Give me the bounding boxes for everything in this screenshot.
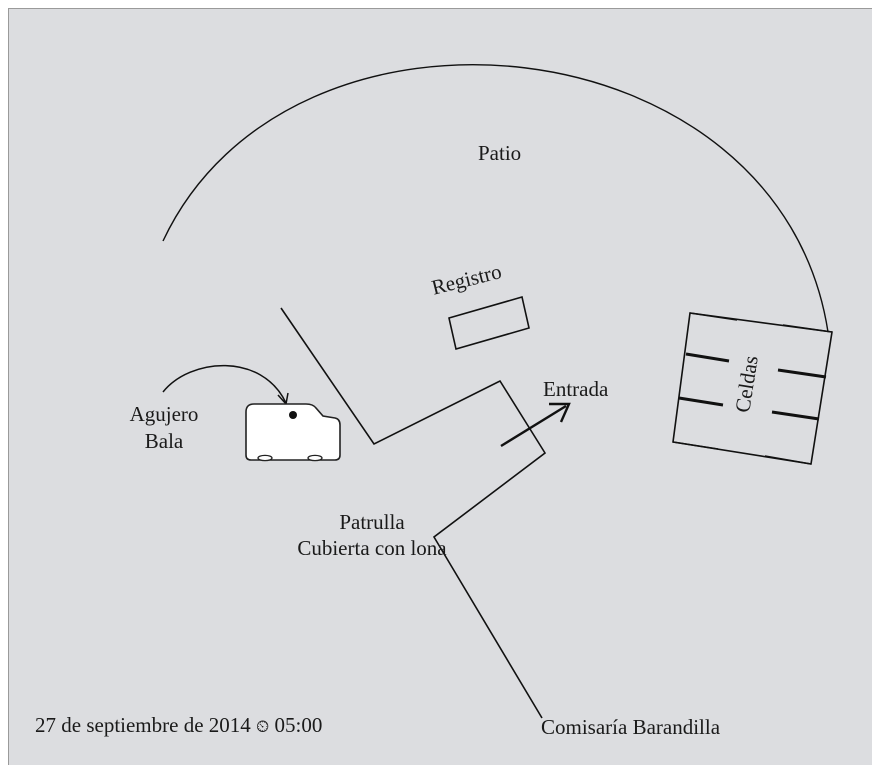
entrada-arrow-shaft	[500, 404, 567, 448]
cubierta-label: Cubierta con lona	[297, 536, 447, 560]
celdas-block	[672, 312, 833, 465]
agujero-curve-arrow	[162, 364, 287, 404]
celda-wall	[685, 352, 730, 363]
bullet-hole-dot	[289, 411, 297, 419]
celda-divider	[672, 441, 719, 450]
celda-divider	[782, 324, 833, 333]
agujero-label: Agujero	[129, 402, 199, 426]
celda-divider	[689, 312, 738, 321]
timestamp: 27 de septiembre de 2014 ⏲ 05:00	[35, 713, 322, 739]
registro-box	[448, 295, 530, 351]
entrada-label: Entrada	[543, 377, 609, 401]
celda-wall	[777, 368, 827, 379]
celda-wall	[771, 410, 820, 421]
van-wheel	[257, 454, 273, 462]
patio-label: Patio	[478, 141, 522, 165]
van-body	[245, 403, 341, 461]
diagram-background	[8, 8, 872, 765]
comisaria-label: Comisaría Barandilla	[541, 715, 721, 739]
time-text: 05:00	[274, 713, 323, 737]
entrada-arrow-head	[549, 402, 571, 423]
bala-label: Bala	[144, 429, 184, 453]
patio-boundary-arc	[162, 63, 829, 333]
celda-wall	[678, 396, 724, 407]
van-wheel	[307, 454, 323, 462]
patrol-van-icon	[245, 403, 341, 462]
route-line	[280, 307, 547, 719]
clock-icon: ⏲	[256, 717, 270, 736]
date-text: 27 de septiembre de 2014	[35, 713, 251, 737]
celda-divider	[764, 455, 812, 465]
patrulla-label: Patrulla	[339, 510, 405, 534]
